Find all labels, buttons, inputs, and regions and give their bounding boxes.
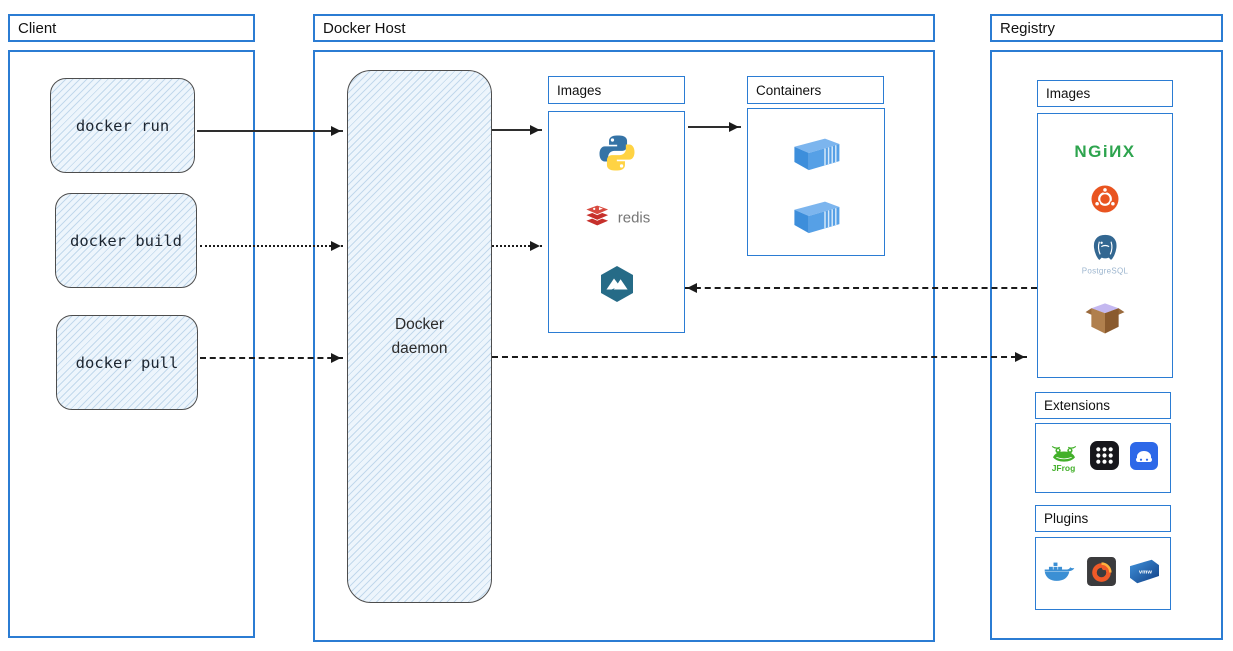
docker-pull-box: docker pull (56, 315, 198, 410)
extensions-panel: JFrog (1035, 423, 1171, 493)
nginx-wordmark: NGiИX (1074, 142, 1135, 162)
redis-image-item: redis (583, 203, 651, 234)
vmware-label: vmw (1139, 569, 1152, 575)
container-icon (789, 134, 843, 172)
docker-run-label: docker run (75, 116, 170, 135)
docker-build-box: docker build (55, 193, 197, 288)
arrow-daemon-to-registry (492, 351, 1027, 362)
grafana-icon (1086, 556, 1117, 592)
containers-title-box: Containers (747, 76, 884, 104)
plugins-panel: vmw (1035, 537, 1171, 610)
vmware-icon: vmw (1126, 557, 1163, 591)
docker-build-label: docker build (70, 231, 182, 250)
containers-title: Containers (756, 82, 822, 98)
redis-icon (583, 203, 611, 234)
arrow-docker-run-to-daemon (197, 125, 343, 136)
docker-whale-icon (1043, 558, 1077, 590)
host-images-title-box: Images (548, 76, 685, 104)
mountain-hexagon-icon (597, 264, 637, 304)
arrow-docker-build-to-daemon (200, 240, 343, 251)
registry-title: Registry (1000, 19, 1056, 37)
client-title-box: Client (8, 14, 255, 42)
docker-host-title: Docker Host (323, 19, 406, 37)
host-images-title: Images (557, 82, 602, 98)
docker-daemon-label: Docker daemon (391, 316, 448, 357)
jfrog-label: JFrog (1051, 463, 1076, 473)
postgresql-label: PostgreSQL (1081, 266, 1129, 276)
docker-host-title-box: Docker Host (313, 14, 935, 42)
extensions-title-box: Extensions (1035, 392, 1171, 419)
registry-title-box: Registry (990, 14, 1223, 42)
jfrog-icon: JFrog (1048, 443, 1080, 473)
client-title: Client (18, 19, 57, 37)
ubuntu-icon (1091, 185, 1119, 213)
registry-images-title-box: Images (1037, 80, 1173, 107)
package-box-icon (1083, 299, 1127, 336)
docker-run-box: docker run (50, 78, 195, 173)
containers-panel (747, 108, 885, 256)
app-grid-icon (1089, 440, 1120, 476)
python-icon (596, 132, 638, 174)
redis-label: redis (617, 209, 651, 227)
arrow-daemon-to-images-dotted (492, 240, 542, 251)
arrow-registry-to-host-images (685, 282, 1037, 293)
docker-pull-label: docker pull (75, 353, 179, 372)
arrow-docker-pull-to-daemon (200, 352, 343, 363)
container-icon (789, 197, 843, 235)
registry-images-panel: NGiИX (1037, 113, 1173, 378)
registry-images-title: Images (1046, 86, 1091, 101)
extensions-title: Extensions (1044, 398, 1111, 413)
plugins-title-box: Plugins (1035, 505, 1171, 532)
arrow-daemon-to-images-solid (492, 124, 542, 135)
arrow-images-to-containers (688, 121, 741, 132)
host-images-panel: redis (548, 111, 685, 333)
docker-daemon-box: Docker daemon (347, 70, 492, 603)
plugins-title: Plugins (1044, 511, 1089, 526)
postgresql-icon: PostgreSQL (1082, 233, 1129, 276)
nginx-label: NGiИX (1074, 142, 1136, 161)
blue-app-icon (1129, 441, 1159, 476)
